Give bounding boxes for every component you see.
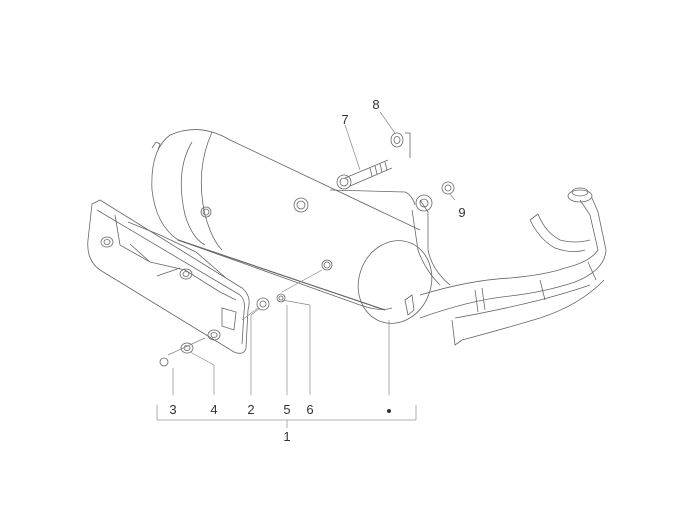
fasteners — [159, 293, 286, 367]
group-marker-dot — [387, 409, 391, 413]
callout-8: 8 — [372, 97, 380, 112]
heat-shield — [87, 199, 250, 354]
callout-2: 2 — [247, 402, 255, 417]
bolt-assembly — [336, 132, 455, 195]
mounting-bracket — [329, 189, 451, 286]
callout-9: 9 — [458, 205, 466, 220]
leader-lines — [167, 111, 456, 395]
exhaust-header-pipes — [419, 187, 607, 346]
callout-4: 4 — [210, 402, 218, 417]
muffler-body — [151, 129, 433, 324]
callout-6: 6 — [306, 402, 314, 417]
callout-1: 1 — [283, 429, 291, 444]
callout-7: 7 — [341, 112, 349, 127]
callout-3: 3 — [169, 402, 177, 417]
callout-5: 5 — [283, 402, 291, 417]
group-bracket — [156, 405, 417, 428]
